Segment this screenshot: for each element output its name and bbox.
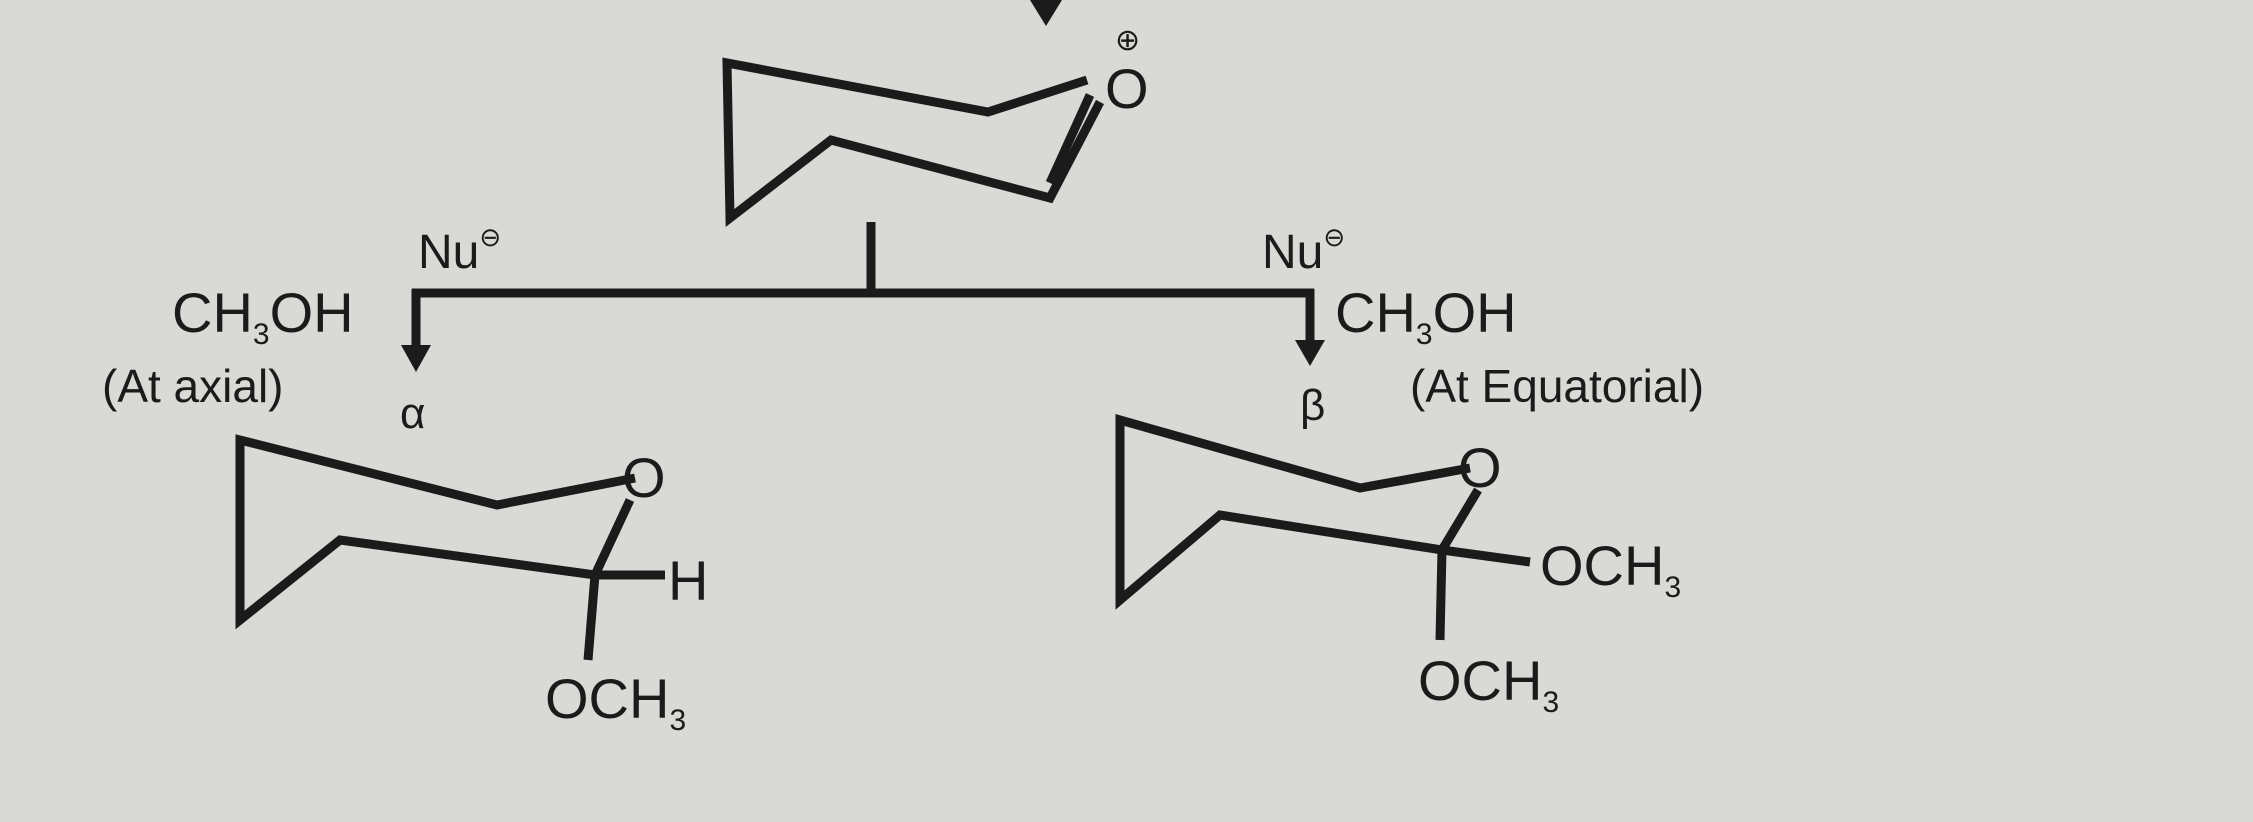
beta-side-och3-bond	[1441, 545, 1531, 567]
right-arrow-head	[1295, 340, 1325, 366]
alpha-ring-oxygen: O	[622, 446, 666, 509]
beta-side-och3: OCH3	[1540, 534, 1681, 604]
beta-och3: OCH3	[1418, 649, 1559, 719]
alpha-och3-bond	[583, 574, 600, 661]
left-position-label: (At axial)	[102, 360, 283, 412]
left-reagent: CH3OH	[172, 281, 354, 351]
right-position-label: (At Equatorial)	[1410, 360, 1704, 412]
incoming-arrow-head	[1030, 0, 1062, 26]
beta-ring-oxygen: O	[1458, 436, 1502, 499]
oxocarbenium-ring	[722, 57, 1104, 228]
beta-label: β	[1300, 381, 1325, 430]
alpha-product-ring	[235, 434, 636, 630]
right-reagent: CH3OH	[1335, 281, 1517, 351]
alpha-och3: OCH3	[545, 667, 686, 737]
alpha-hydrogen: H	[668, 549, 708, 612]
alpha-label: α	[400, 389, 425, 438]
beta-product-ring	[1115, 414, 1482, 610]
beta-och3-bond	[1435, 549, 1447, 641]
right-nucleophile: Nu⊖	[1262, 222, 1345, 279]
positive-charge: ⊕	[1115, 24, 1140, 57]
left-nucleophile: Nu⊖	[418, 222, 501, 279]
left-arrow-head	[401, 345, 431, 372]
ring-oxygen-top: O	[1105, 57, 1149, 120]
